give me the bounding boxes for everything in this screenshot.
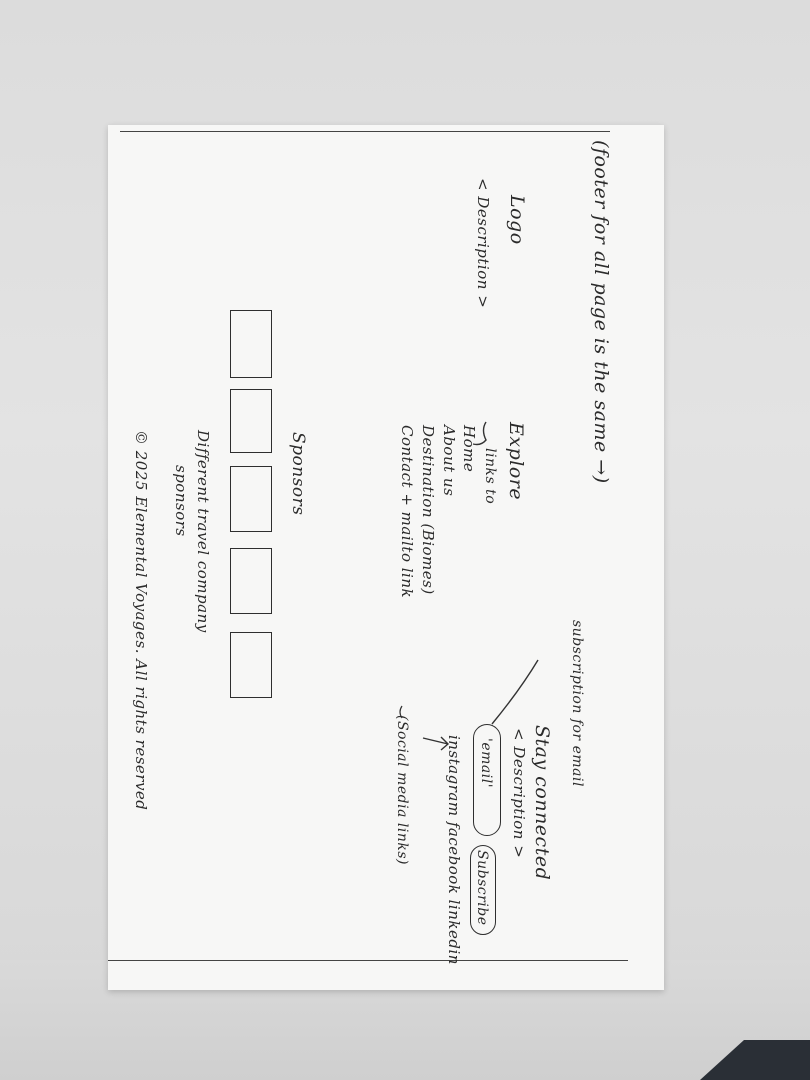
bottom-rule-line — [108, 960, 628, 961]
subscription-arrow — [491, 659, 539, 725]
top-rule-line — [120, 131, 610, 132]
email-field-sketch — [473, 724, 501, 836]
links-brace — [472, 421, 487, 446]
sponsor-box-5 — [230, 632, 272, 698]
sponsor-box-1 — [230, 310, 272, 378]
subscribe-button-sketch — [470, 845, 496, 935]
social-bracket — [399, 705, 403, 719]
social-arrow — [422, 736, 450, 751]
sponsor-box-4 — [230, 548, 272, 614]
sponsor-box-3 — [230, 466, 272, 532]
sponsor-box-2 — [230, 389, 272, 453]
paper-sheet — [108, 125, 664, 990]
